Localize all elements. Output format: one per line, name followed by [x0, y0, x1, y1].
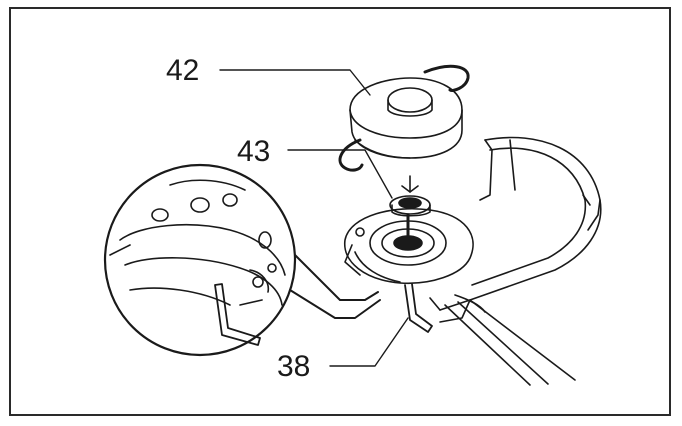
leader-line-38	[329, 317, 409, 367]
base-flange	[344, 207, 474, 285]
callout-label-42: 42	[166, 54, 200, 87]
spool-head-42	[338, 64, 470, 172]
drive-shaft	[444, 299, 576, 386]
leader-line-43	[287, 149, 393, 199]
blade-guard	[429, 136, 602, 323]
detail-magnifier	[103, 163, 381, 357]
hex-wrench-38	[404, 283, 433, 333]
leader-line-42	[219, 69, 371, 96]
washer-43	[389, 175, 431, 217]
callout-label-38: 38	[277, 350, 311, 383]
callout-label-43: 43	[237, 135, 271, 168]
